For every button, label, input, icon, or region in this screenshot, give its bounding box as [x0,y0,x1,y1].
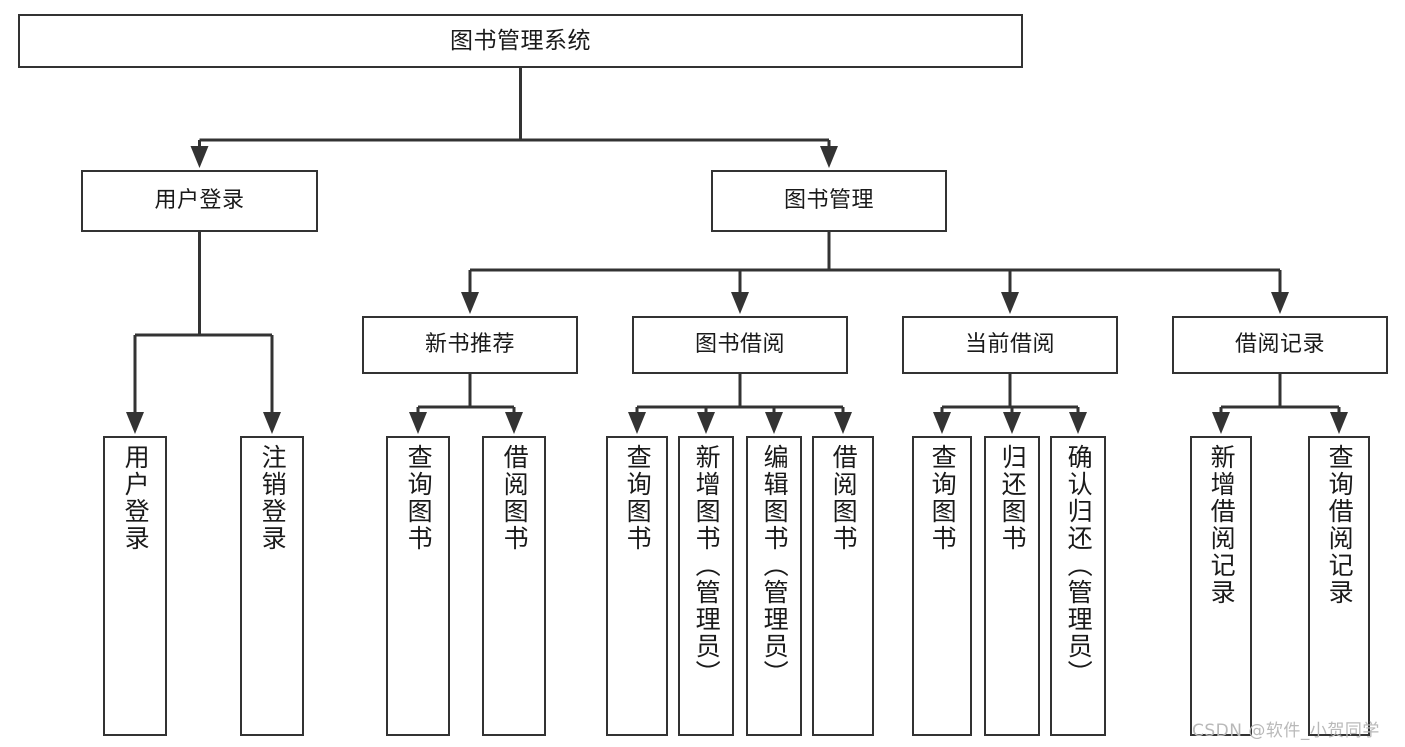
edge-arrowhead [731,292,749,314]
node-leaf-user-login[interactable]: 用户登录 [103,436,167,736]
node-label-leaf-bb-edit: 编辑图书（管理员） [760,444,790,687]
edge-arrowhead [765,412,783,434]
node-leaf-rec-borrow[interactable]: 借阅图书 [482,436,546,736]
node-leaf-logout[interactable]: 注销登录 [240,436,304,736]
edge-arrowhead [190,146,209,168]
node-new-book-rec[interactable]: 新书推荐 [362,316,578,374]
edge-arrowhead [1069,412,1087,434]
node-label-leaf-br-add: 新增借阅记录 [1207,444,1237,606]
edge-arrowhead [628,412,646,434]
node-label-leaf-cb-return: 归还图书 [998,444,1028,552]
node-label-leaf-bb-add: 新增图书（管理员） [692,444,722,687]
edge-arrowhead [1001,292,1019,314]
node-label-user-login: 用户登录 [154,188,245,214]
node-label-root: 图书管理系统 [450,27,591,54]
edge-arrowhead [1212,412,1230,434]
node-label-leaf-logout: 注销登录 [258,444,288,552]
node-label-book-manage: 图书管理 [783,188,874,214]
node-current-borrow[interactable]: 当前借阅 [902,316,1118,374]
node-leaf-bb-edit[interactable]: 编辑图书（管理员） [746,436,802,736]
edge-arrowhead [1330,412,1348,434]
edge-arrowhead [697,412,715,434]
node-leaf-rec-query[interactable]: 查询图书 [386,436,450,736]
node-label-leaf-cb-query: 查询图书 [928,444,958,552]
node-leaf-cb-confirm[interactable]: 确认归还（管理员） [1050,436,1106,736]
node-leaf-bb-borrow[interactable]: 借阅图书 [812,436,874,736]
node-leaf-cb-return[interactable]: 归还图书 [984,436,1040,736]
node-leaf-br-query[interactable]: 查询借阅记录 [1308,436,1370,736]
edge-arrowhead [820,146,838,168]
node-label-leaf-rec-borrow: 借阅图书 [500,444,530,552]
edge-arrowhead [505,412,523,434]
edge-arrowhead [834,412,852,434]
edge-arrowhead [461,292,479,314]
node-leaf-cb-query[interactable]: 查询图书 [912,436,972,736]
edge-arrowhead [1271,292,1289,314]
edge-arrowhead [1003,412,1021,434]
node-label-leaf-cb-confirm: 确认归还（管理员） [1064,444,1094,687]
node-label-book-borrow: 图书借阅 [694,332,785,358]
node-label-leaf-rec-query: 查询图书 [404,444,434,552]
node-label-new-book-rec: 新书推荐 [424,332,515,358]
node-book-manage[interactable]: 图书管理 [711,170,947,232]
node-leaf-bb-add[interactable]: 新增图书（管理员） [678,436,734,736]
node-user-login[interactable]: 用户登录 [81,170,318,232]
node-label-leaf-bb-borrow: 借阅图书 [829,444,859,552]
node-leaf-bb-query[interactable]: 查询图书 [606,436,668,736]
node-leaf-br-add[interactable]: 新增借阅记录 [1190,436,1252,736]
node-label-leaf-bb-query: 查询图书 [623,444,653,552]
node-label-current-borrow: 当前借阅 [964,332,1055,358]
node-label-leaf-user-login: 用户登录 [121,444,151,552]
watermark-text: CSDN @软件_小贺同学 [1192,721,1380,741]
edge-arrowhead [933,412,951,434]
edge-arrowhead [263,412,281,434]
edge-arrowhead [126,412,144,434]
node-borrow-record[interactable]: 借阅记录 [1172,316,1388,374]
node-book-borrow[interactable]: 图书借阅 [632,316,848,374]
node-root[interactable]: 图书管理系统 [18,14,1023,68]
node-label-leaf-br-query: 查询借阅记录 [1325,444,1355,606]
node-label-borrow-record: 借阅记录 [1234,332,1325,358]
edge-arrowhead [409,412,427,434]
